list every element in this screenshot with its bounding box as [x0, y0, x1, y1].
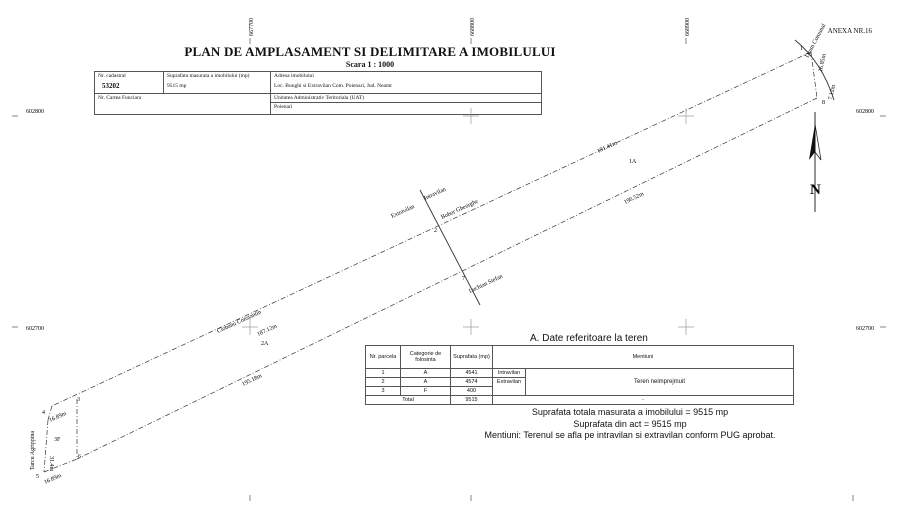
- boundary-left: [43, 419, 49, 473]
- north-label: N: [810, 182, 821, 198]
- table-cell: F: [400, 386, 451, 396]
- coord-y-label: 602700: [26, 326, 44, 332]
- parcel-boundary: [43, 51, 818, 473]
- table-header-cell: Categorie de folosinta: [400, 345, 451, 369]
- parcel-label: 1A: [629, 159, 637, 165]
- distance-label: 191.41m: [596, 140, 618, 154]
- boundary-bottom: [76, 97, 818, 460]
- coord-x-label: 668900: [685, 18, 691, 36]
- table-cell: 3: [365, 386, 401, 396]
- road-label: Tarcu Agrippina: [30, 431, 36, 470]
- zone-divider-line: [419, 189, 481, 306]
- north-arrow-right: [814, 123, 822, 161]
- point-label: 5: [36, 474, 39, 480]
- table-total-row: Total 9515 -: [365, 395, 794, 405]
- distance-label: 16.85m: [818, 53, 828, 72]
- table-header-cell: Suprafata (mp): [450, 345, 493, 369]
- table-cell: Extravilan: [492, 377, 526, 396]
- table-row: 2 A 4574 Extravilan: [365, 377, 794, 396]
- annex-label: ANEXA NR.16: [827, 27, 872, 35]
- coord-y-label: 602800: [856, 109, 874, 115]
- point-label: 2: [434, 228, 437, 234]
- road-curve: [794, 39, 835, 101]
- point-labels: 1 2 3 4 5 6 7 8: [36, 46, 825, 480]
- distance-label: 195.18m: [241, 373, 263, 388]
- boundary-left-bottom: [43, 458, 78, 473]
- table-cell: A: [400, 377, 451, 387]
- north-arrow-left: [809, 124, 815, 160]
- point-label: 3: [77, 397, 80, 403]
- edge-ticks: [12, 38, 886, 501]
- summary-total-area: Suprafata totala masurata a imobilului =…: [531, 407, 729, 417]
- distance-label: 187.12m: [256, 323, 278, 337]
- distance-label: 16.89m: [48, 411, 67, 424]
- point-label: 8: [822, 100, 825, 106]
- table-row: 1 A 4541 Intravilan Teren neimprejmuit: [365, 368, 794, 396]
- land-data-title: A. Date referitoare la teren: [530, 333, 648, 344]
- neighbor-label: Luchian Stefan: [468, 273, 504, 295]
- address-label: Adresa imobilului: [274, 73, 314, 79]
- address-value: Loc. Bunghi si Extravilan Com. Poienari,…: [274, 83, 392, 89]
- page-title: PLAN DE AMPLASAMENT SI DELIMITARE A IMOB…: [184, 44, 556, 59]
- coord-y-label: 602800: [26, 109, 44, 115]
- uat-label: Unitatea Administrativ Teritoriala (UAT): [274, 95, 365, 101]
- point-label: 7: [462, 276, 465, 282]
- property-info-table: Nr. cadastral 53202 Suprafata masurata a…: [94, 71, 542, 115]
- point-label: 4: [42, 410, 45, 416]
- coord-x-label: 668800: [470, 18, 476, 36]
- coord-x-label: 667700: [249, 18, 255, 36]
- boundary-top: [51, 51, 812, 407]
- uat-value-cell: Poienari: [270, 102, 542, 115]
- extravilan-label: Extravilan: [390, 204, 415, 220]
- table-cell: 2: [365, 377, 401, 387]
- neighbor-label: Ciobanu Constantin: [216, 310, 262, 335]
- cadastral-value: 53202: [102, 82, 120, 90]
- table-cell: Teren neimprejmuit: [525, 368, 794, 396]
- table-cell: 400: [450, 386, 493, 396]
- table-cell: 4541: [450, 368, 493, 378]
- table-header-cell: Mentiuni: [492, 345, 794, 369]
- summary-deed-area: Suprafata din act = 9515 mp: [573, 419, 687, 429]
- parcel-label: 2A: [261, 341, 269, 347]
- table-cell: Total: [365, 395, 451, 405]
- neighbor-label: Bobor Gheorghe: [440, 199, 479, 221]
- table-header-cell: Nr. parcela: [365, 345, 401, 369]
- land-book-label: Nr. Cartea Funciara: [98, 95, 142, 101]
- distance-label: 31.4m: [48, 456, 54, 472]
- table-cell: A: [400, 368, 451, 378]
- uat-value: Poienari: [274, 104, 293, 110]
- table-cell: 4574: [450, 377, 493, 387]
- table-cell: 1: [365, 368, 401, 378]
- table-cell: -: [492, 395, 794, 405]
- intravilan-label: Intravilan: [423, 187, 447, 202]
- distance-label: 190.52m: [623, 191, 645, 206]
- distance-label: 16.89m: [43, 473, 62, 486]
- scale-label: Scara 1 : 1000: [345, 60, 395, 69]
- cadastral-label: Nr. cadastral: [98, 73, 126, 79]
- north-arrow: N: [809, 112, 822, 212]
- boundary-right: [810, 51, 818, 99]
- surface-label: Suprafata masurata a imobilului (mp): [167, 73, 250, 79]
- summary-mentions: Mentiuni: Terenul se afla pe intravilan …: [484, 430, 776, 440]
- road-label: Drum Comunal: [804, 23, 827, 59]
- boundary-left-top: [47, 405, 53, 421]
- land-data-table: Nr. parcela Categorie de folosinta Supra…: [365, 345, 794, 405]
- address-cell: Adresa imobilului Loc. Bunghi si Extravi…: [270, 71, 542, 94]
- coord-y-label: 602700: [856, 326, 874, 332]
- point-label: 1: [800, 46, 803, 52]
- grid-crosses: [242, 108, 694, 335]
- table-header-row: Nr. parcela Categorie de folosinta Supra…: [365, 345, 794, 369]
- distance-label: 7.12m: [828, 84, 837, 100]
- point-label: 6: [78, 454, 81, 460]
- parcel-label: 3F: [54, 437, 61, 443]
- table-cell: 9515: [450, 395, 493, 405]
- surface-value: 9515 mp: [167, 83, 187, 89]
- table-cell: Intravilan: [492, 368, 526, 378]
